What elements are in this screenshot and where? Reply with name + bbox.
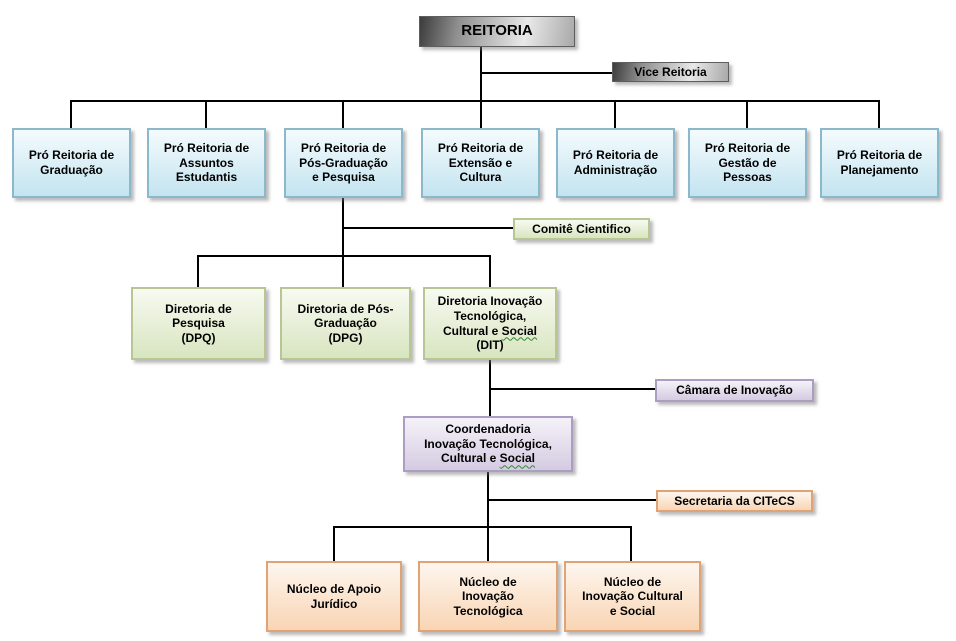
org-node-label: Câmara de Inovação — [676, 383, 793, 398]
org-node-secretaria-citecs: Secretaria da CITeCS — [656, 490, 813, 512]
org-node-label: Diretoria de Pesquisa (DPQ) — [165, 301, 232, 345]
connector-stub-assuntos-estudantis — [205, 100, 207, 128]
org-node-label: Coordenadoria Inovação Tecnológica, Cult… — [422, 421, 554, 467]
org-node-label: Pró Reitoria de Graduação — [28, 148, 115, 177]
org-node-pro-reitoria-pos-graduacao-pesquisa: Pró Reitoria de Pós-Graduação e Pesquisa — [284, 128, 403, 198]
connector-vice-reitoria — [480, 72, 612, 74]
org-node-label: Vice Reitoria — [634, 64, 707, 79]
label-segment: Coordenadoria Inovação Tecnológica, Cult… — [424, 422, 552, 466]
connector-stub-administracao — [614, 100, 616, 128]
org-node-label: Pró Reitoria de Assuntos Estudantis — [163, 141, 250, 185]
org-node-nucleo-inovacao-tecnologica: Núcleo de Inovação Tecnológica — [418, 561, 558, 632]
org-node-pro-reitoria-assuntos-estudantis: Pró Reitoria de Assuntos Estudantis — [147, 128, 266, 198]
org-node-pro-reitoria-extensao-cultura: Pró Reitoria de Extensão e Cultura — [421, 128, 540, 198]
org-node-label: Núcleo de Apoio Jurídico — [286, 581, 382, 611]
label-segment: Diretoria Inovação Tecnológica, Cultural… — [437, 294, 543, 338]
org-node-nucleo-inovacao-cultural-social: Núcleo de Inovação Cultural e Social — [564, 561, 701, 632]
connector-stub-planejamento — [878, 100, 880, 128]
org-node-label: REITORIA — [461, 22, 533, 40]
org-node-pro-reitoria-planejamento: Pró Reitoria de Planejamento — [820, 128, 939, 198]
misspelling-squiggle: Social — [499, 451, 536, 466]
connector-diretorias-bus — [197, 255, 491, 257]
label-segment: (DIT) — [476, 338, 504, 353]
connector-comite-cientifico — [342, 227, 513, 229]
org-node-coordenadoria-citecs: Coordenadoria Inovação Tecnológica, Cult… — [403, 416, 573, 472]
connector-camara-inovacao — [489, 388, 656, 390]
org-node-pro-reitoria-administracao: Pró Reitoria de Administração — [556, 128, 675, 198]
connector-stub-pos-graduacao — [342, 100, 344, 128]
connector-stub-gestao-pessoas — [746, 100, 748, 128]
org-node-reitoria: REITORIA — [419, 16, 575, 47]
org-node-label: Pró Reitoria de Pós-Graduação e Pesquisa — [299, 141, 388, 185]
misspelling-squiggle: Social — [501, 323, 538, 338]
connector-nucleos-bus — [333, 526, 632, 528]
org-node-nucleo-apoio-juridico: Núcleo de Apoio Jurídico — [266, 561, 402, 632]
org-node-label: Secretaria da CITeCS — [674, 493, 795, 508]
connector-stub-nucleo-juridico — [333, 526, 335, 561]
org-node-label: Núcleo de Inovação Tecnológica — [453, 574, 523, 618]
org-node-label: Comitê Cientifico — [532, 221, 631, 236]
connector-stub-nucleo-cultural — [630, 526, 632, 561]
org-node-comite-cientifico: Comitê Cientifico — [513, 218, 650, 240]
org-node-label: Núcleo de Inovação Cultural e Social — [582, 574, 683, 618]
org-node-camara-inovacao: Câmara de Inovação — [655, 379, 814, 402]
org-node-label: Pró Reitoria de Extensão e Cultura — [437, 141, 524, 185]
org-node-label: Pró Reitoria de Planejamento — [836, 148, 923, 177]
connector-reitoria-drop — [480, 47, 482, 128]
connector-stub-dpq — [197, 255, 199, 287]
org-node-pro-reitoria-graduacao: Pró Reitoria de Graduação — [12, 128, 131, 198]
org-node-label: Diretoria de Pós- Graduação (DPG) — [297, 301, 394, 345]
org-node-diretoria-inovacao-dit: Diretoria Inovação Tecnológica, Cultural… — [423, 287, 557, 360]
org-node-label: Pró Reitoria de Administração — [572, 148, 659, 177]
connector-pro-reitorias-bus — [70, 100, 880, 102]
org-node-diretoria-pos-graduacao-dpg: Diretoria de Pós- Graduação (DPG) — [280, 287, 411, 360]
org-node-label: Diretoria Inovação Tecnológica, Cultural… — [436, 293, 545, 354]
org-node-diretoria-pesquisa-dpq: Diretoria de Pesquisa (DPQ) — [131, 287, 266, 360]
connector-stub-dit — [489, 255, 491, 287]
org-node-vice-reitoria: Vice Reitoria — [612, 62, 729, 82]
connector-stub-graduacao — [70, 100, 72, 128]
connector-secretaria-citecs — [487, 499, 656, 501]
org-node-pro-reitoria-gestao-pessoas: Pró Reitoria de Gestão de Pessoas — [688, 128, 807, 198]
connector-pos-graduacao-drop — [342, 198, 344, 287]
connector-coordenadoria-drop — [487, 472, 489, 561]
org-node-label: Pró Reitoria de Gestão de Pessoas — [704, 141, 791, 185]
